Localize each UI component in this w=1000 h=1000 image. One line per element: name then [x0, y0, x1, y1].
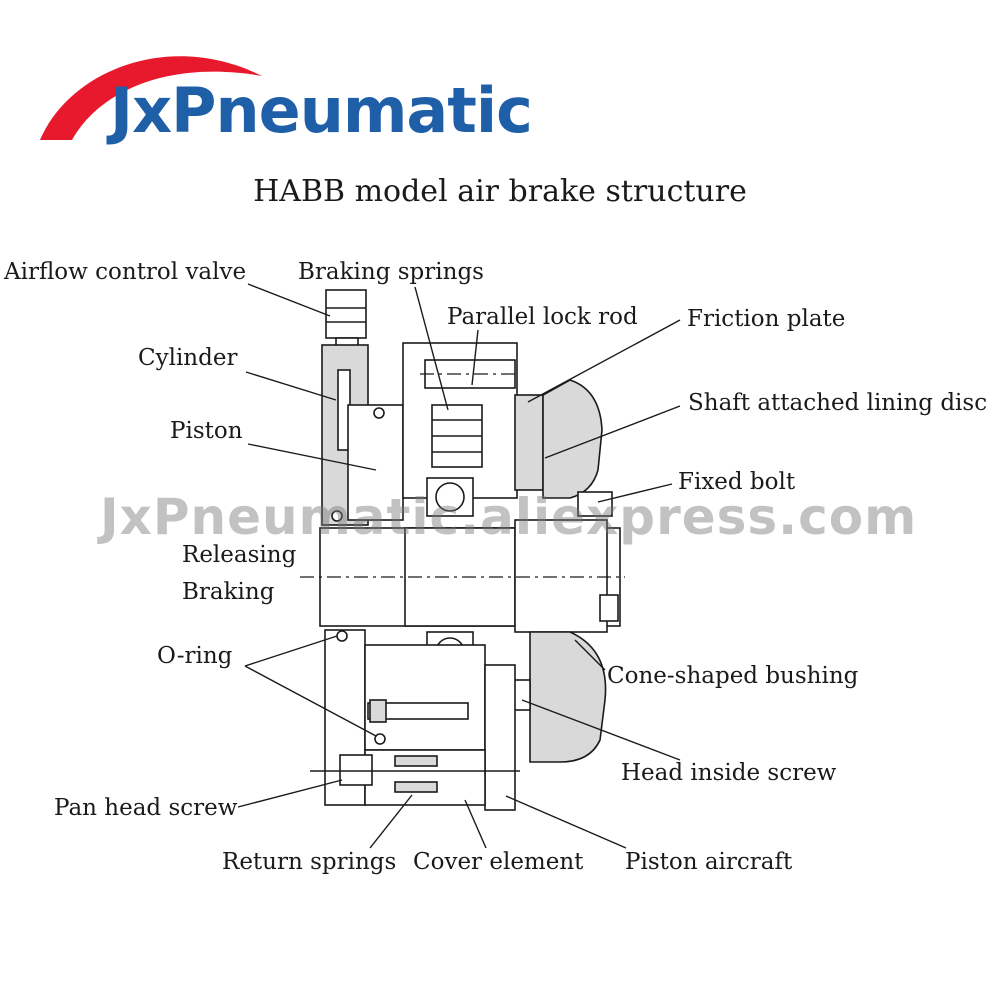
label-o-ring: O-ring — [157, 643, 233, 669]
label-braking: Braking — [182, 579, 275, 605]
label-shaft-attached-lining-disc: Shaft attached lining disc — [688, 390, 988, 416]
label-friction-plate: Friction plate — [687, 306, 846, 332]
label-fixed-bolt: Fixed bolt — [678, 469, 796, 495]
label-cover-element: Cover element — [413, 849, 584, 875]
label-releasing: Releasing — [182, 542, 297, 568]
diagram-title: HABB model air brake structure — [253, 174, 747, 209]
watermark: JxPneumatic.aliexpress.com — [100, 488, 918, 546]
label-airflow-control-valve: Airflow control valve — [4, 259, 247, 285]
label-braking-springs: Braking springs — [298, 259, 484, 285]
label-parallel-lock-rod: Parallel lock rod — [447, 304, 638, 330]
label-pan-head-screw: Pan head screw — [54, 795, 238, 821]
label-return-springs: Return springs — [222, 849, 397, 875]
label-cylinder: Cylinder — [138, 345, 238, 371]
label-head-inside-screw: Head inside screw — [621, 760, 837, 786]
label-piston: Piston — [170, 418, 243, 444]
label-cone-shaped-bushing: Cone-shaped bushing — [607, 663, 859, 689]
logo-text: JxPneumatic — [110, 74, 533, 147]
label-piston-aircraft: Piston aircraft — [625, 849, 793, 875]
